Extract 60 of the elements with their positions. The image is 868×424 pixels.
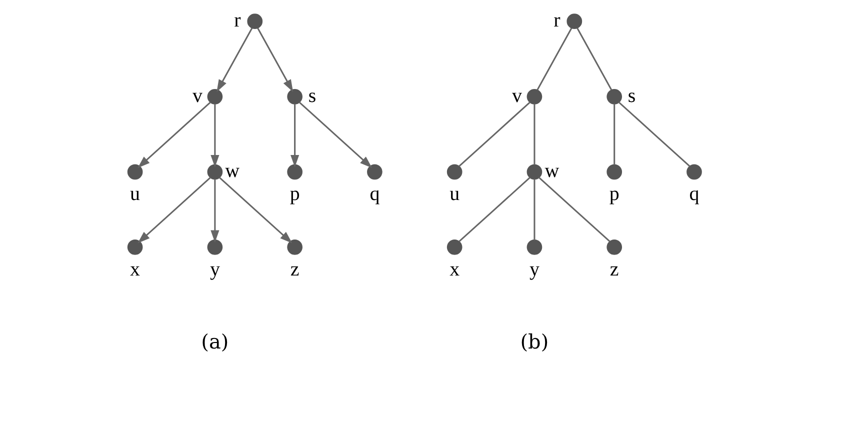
node-circle bbox=[207, 88, 223, 104]
connector bbox=[576, 28, 612, 90]
node-label: v bbox=[512, 84, 522, 107]
node-label: u bbox=[450, 183, 460, 206]
node-circle bbox=[606, 164, 622, 180]
arrow bbox=[298, 101, 372, 168]
node-circle bbox=[606, 240, 622, 255]
arrow bbox=[218, 176, 292, 244]
node-label: x bbox=[130, 258, 140, 280]
node-label: v bbox=[192, 84, 202, 107]
label: (a) bbox=[201, 329, 229, 354]
node-circle bbox=[127, 164, 143, 180]
arrow bbox=[210, 104, 220, 168]
node-circle bbox=[526, 164, 542, 180]
node-label: y bbox=[210, 258, 220, 280]
node-circle bbox=[287, 88, 302, 104]
node-circle bbox=[446, 164, 462, 180]
node-circle bbox=[367, 164, 382, 180]
node-circle bbox=[566, 14, 582, 30]
connector bbox=[538, 176, 611, 242]
node-label: w bbox=[544, 160, 560, 182]
arrow bbox=[138, 101, 212, 168]
connector bbox=[458, 176, 531, 242]
node-circle bbox=[127, 240, 143, 255]
node-circle bbox=[686, 164, 702, 180]
arrow bbox=[210, 179, 220, 243]
node-label: s bbox=[308, 84, 316, 107]
connector bbox=[614, 104, 616, 165]
node-circle bbox=[526, 240, 542, 255]
node-circle bbox=[526, 88, 542, 104]
node-label: q bbox=[370, 183, 380, 206]
node-label: z bbox=[290, 258, 300, 280]
connector bbox=[534, 104, 536, 165]
node-label: w bbox=[225, 160, 240, 182]
node-circle bbox=[247, 14, 263, 30]
arrow bbox=[216, 28, 253, 92]
arrow bbox=[138, 176, 212, 244]
node-label: y bbox=[529, 258, 540, 280]
node-label: s bbox=[628, 84, 636, 107]
label: (b) bbox=[520, 329, 549, 354]
node-label: u bbox=[130, 183, 140, 206]
node-label: z bbox=[610, 258, 619, 280]
node-label: q bbox=[689, 183, 700, 206]
node-label: r bbox=[234, 10, 241, 32]
node-circle bbox=[207, 240, 223, 255]
node-label: p bbox=[609, 183, 620, 206]
node-circle bbox=[287, 164, 302, 180]
arrow bbox=[257, 28, 294, 92]
node-circle bbox=[446, 240, 462, 255]
connector bbox=[458, 101, 531, 168]
node-label: p bbox=[290, 183, 300, 206]
node-circle bbox=[207, 164, 223, 180]
connector bbox=[536, 28, 572, 90]
node-label: r bbox=[554, 10, 560, 32]
connector bbox=[618, 101, 690, 168]
connector bbox=[534, 179, 536, 240]
node-circle bbox=[606, 88, 622, 104]
node-circle bbox=[287, 240, 302, 255]
node-label: x bbox=[450, 258, 460, 280]
arrow bbox=[290, 104, 300, 168]
